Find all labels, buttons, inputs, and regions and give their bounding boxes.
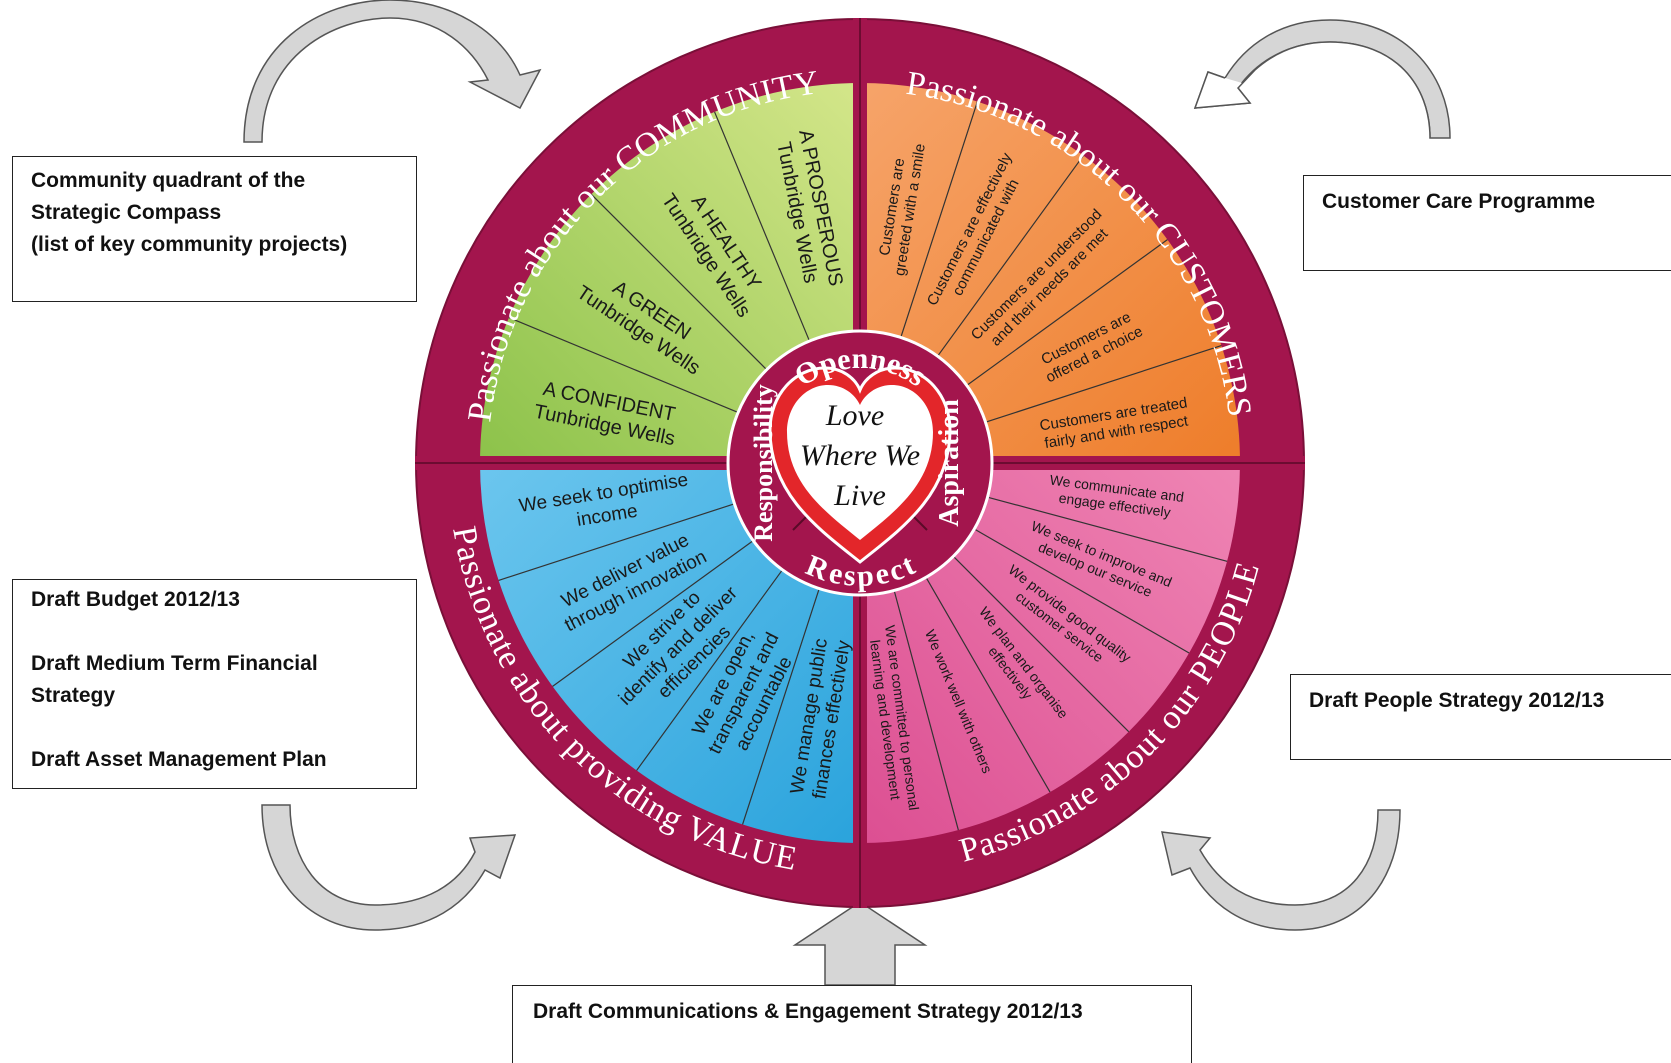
box-line: Strategy	[31, 684, 116, 707]
curved-arrow-top-right	[1193, 19, 1451, 139]
straight-arrow-bottom	[792, 901, 928, 986]
box-line: Customer Care Programme	[1322, 190, 1596, 213]
budget-plans-box: Draft Budget 2012/13 Draft Medium Term F…	[12, 579, 417, 789]
wedge-divider	[985, 345, 1222, 423]
wedge-divider	[937, 155, 1084, 357]
wedge-divider	[552, 540, 754, 687]
communications-strategy-box: Draft Communications & Engagement Strate…	[512, 985, 1192, 1063]
wedge-divider	[590, 193, 768, 371]
wedge-divider	[742, 588, 820, 825]
wedge-divider	[893, 590, 959, 831]
wedge-divider	[508, 317, 739, 414]
heart-text-line2: Where We	[800, 439, 920, 472]
box-line: Draft Medium Term Financial	[31, 652, 318, 675]
curved-arrow-bottom-left	[261, 804, 517, 931]
quadrant-customers	[860, 83, 1240, 463]
wedge-divider	[925, 577, 1051, 793]
wedge-divider	[974, 528, 1190, 654]
box-spacer	[31, 616, 398, 648]
box-line: Draft Budget 2012/13	[31, 588, 240, 611]
box-spacer	[31, 712, 398, 744]
people-strategy-box: Draft People Strategy 2012/13	[1290, 674, 1671, 760]
wedge-divider	[952, 555, 1130, 733]
box-line: Draft Communications & Engagement Strate…	[533, 1000, 1083, 1023]
box-line: Draft People Strategy 2012/13	[1309, 689, 1605, 712]
wedge-divider	[966, 239, 1168, 386]
customer-care-box: Customer Care Programme	[1303, 175, 1671, 271]
box-line: (list of key community projects)	[31, 233, 348, 256]
heart-text-line3: Live	[833, 479, 886, 512]
curved-arrow-top-left	[243, 0, 542, 143]
wedge-divider	[498, 503, 735, 581]
box-line: Strategic Compass	[31, 201, 222, 224]
heart-text-line1: Love	[825, 399, 884, 432]
box-line: Draft Asset Management Plan	[31, 748, 327, 771]
wedge-divider	[714, 111, 811, 342]
value-responsibility: Responsibility	[749, 384, 778, 542]
box-line: Community quadrant of the	[31, 169, 306, 192]
community-projects-box: Community quadrant of the Strategic Comp…	[12, 156, 417, 302]
wedge-divider	[900, 101, 978, 338]
curved-arrow-bottom-right	[1161, 809, 1401, 931]
segment-dividers	[498, 101, 1228, 831]
quadrant-value	[480, 463, 860, 843]
value-aspiration: Aspiration	[934, 399, 965, 527]
wedge-divider	[987, 496, 1228, 562]
wedge-divider	[636, 569, 783, 771]
